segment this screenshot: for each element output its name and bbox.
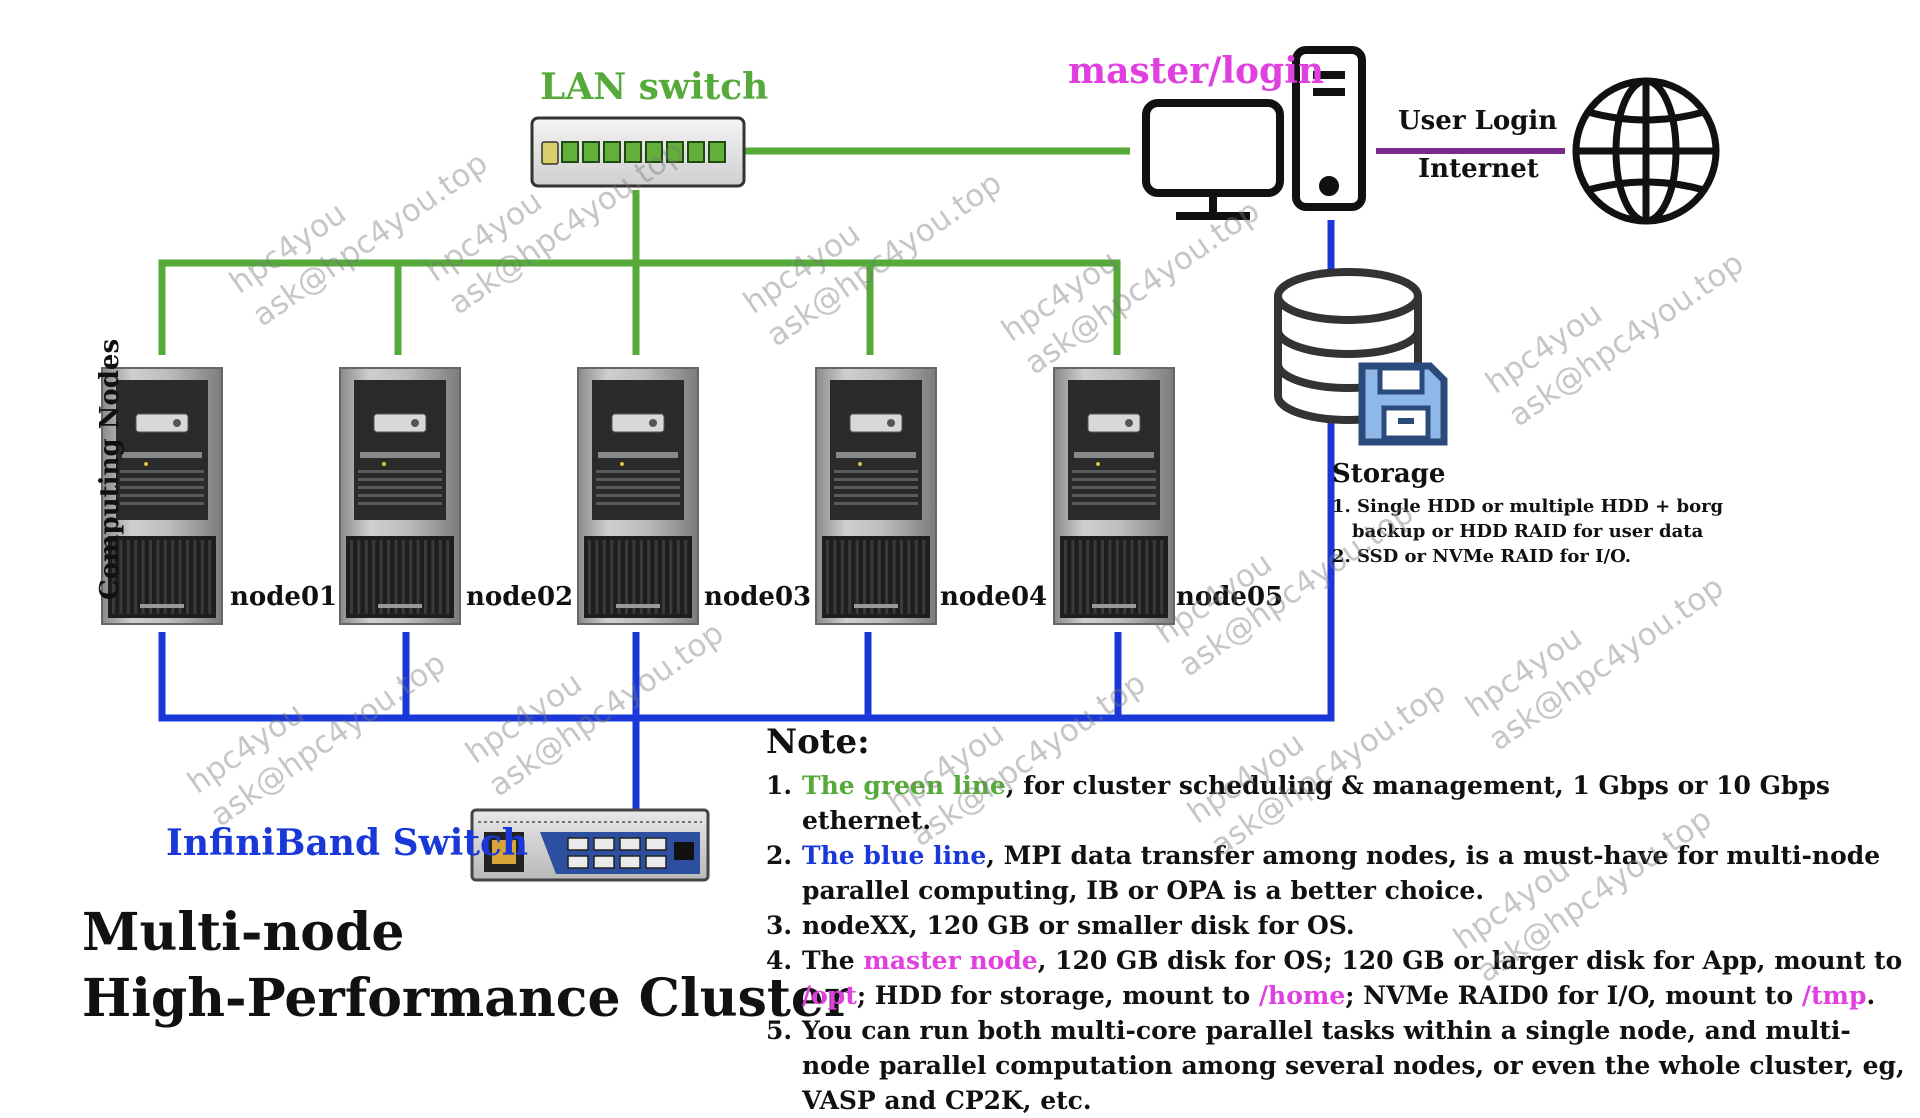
storage-database-icon bbox=[1274, 268, 1448, 446]
master-computer-icon bbox=[1142, 46, 1366, 220]
note-text: . bbox=[1866, 981, 1876, 1010]
computing-nodes-label: Computing Nodes bbox=[95, 338, 125, 600]
server-tower-icon bbox=[339, 367, 461, 625]
home-path-highlight: /home bbox=[1258, 981, 1346, 1010]
note-text: nodeXX, 120 GB or smaller disk for OS. bbox=[802, 911, 1355, 940]
page-title: Multi-node High-Performance Cluster bbox=[82, 900, 851, 1032]
blue-line-highlight: The blue line bbox=[802, 841, 987, 870]
note-text: , MPI data transfer among nodes, is a mu… bbox=[802, 841, 1881, 905]
note-item: 4. The master node, 120 GB disk for OS; … bbox=[766, 943, 1906, 1013]
note-item: 1. The green line, for cluster schedulin… bbox=[766, 768, 1906, 838]
storage-title: Storage bbox=[1332, 459, 1446, 489]
storage-note-item: 2. SSD or NVMe RAID for I/O. bbox=[1332, 546, 1631, 567]
tmp-path-highlight: /tmp bbox=[1801, 981, 1867, 1010]
note-title: Note: bbox=[766, 722, 870, 762]
storage-notes: 1. Single HDD or multiple HDD + borg bac… bbox=[1332, 494, 1723, 569]
node-towers bbox=[101, 367, 1175, 625]
infiniband-switch-device bbox=[470, 808, 710, 882]
storage-note-item: 1. Single HDD or multiple HDD + borg bbox=[1332, 496, 1724, 517]
internet-label: Internet bbox=[1418, 154, 1539, 184]
note-text: , for cluster scheduling & management, 1… bbox=[802, 771, 1831, 835]
node-label: node02 bbox=[466, 582, 574, 612]
storage-note-item: backup or HDD RAID for user data bbox=[1352, 521, 1704, 542]
globe-icon bbox=[1572, 77, 1720, 225]
note-text: You can run both multi-core parallel tas… bbox=[802, 1016, 1905, 1115]
note-item: 5. You can run both multi-core parallel … bbox=[766, 1013, 1906, 1118]
note-number: 1. bbox=[766, 771, 793, 800]
node-label: node03 bbox=[704, 582, 812, 612]
title-line-1: Multi-node bbox=[82, 902, 405, 963]
note-text: The bbox=[802, 946, 864, 975]
title-line-2: High-Performance Cluster bbox=[82, 968, 852, 1029]
note-text: ; NVMe RAID0 for I/O, mount to bbox=[1345, 981, 1802, 1010]
node-label: node05 bbox=[1176, 582, 1284, 612]
note-number: 3. bbox=[766, 911, 793, 940]
lan-switch-device bbox=[530, 116, 746, 188]
infiniband-switch-label: InfiniBand Switch bbox=[166, 822, 529, 864]
opt-path-highlight: /opt bbox=[802, 981, 857, 1010]
note-text: ; HDD for storage, mount to bbox=[856, 981, 1259, 1010]
note-item: 3. nodeXX, 120 GB or smaller disk for OS… bbox=[766, 908, 1906, 943]
server-tower-icon bbox=[577, 367, 699, 625]
node-label: node04 bbox=[940, 582, 1048, 612]
server-tower-icon bbox=[101, 367, 223, 625]
master-node-highlight: master node bbox=[863, 946, 1038, 975]
server-tower-icon bbox=[1053, 367, 1175, 625]
notes-list: 1. The green line, for cluster schedulin… bbox=[766, 768, 1906, 1118]
lan-switch-label: LAN switch bbox=[540, 66, 769, 108]
floppy-disk-icon bbox=[1358, 362, 1448, 446]
note-number: 2. bbox=[766, 841, 793, 870]
note-item: 2. The blue line, MPI data transfer amon… bbox=[766, 838, 1906, 908]
note-number: 5. bbox=[766, 1016, 793, 1045]
cluster-diagram bbox=[101, 46, 1720, 882]
master-login-label: master/login bbox=[1068, 50, 1325, 92]
server-tower-icon bbox=[815, 367, 937, 625]
green-line-highlight: The green line bbox=[802, 771, 1006, 800]
node-label: node01 bbox=[230, 582, 338, 612]
note-number: 4. bbox=[766, 946, 793, 975]
user-login-label: User Login bbox=[1398, 106, 1558, 136]
blue-network-lines bbox=[158, 220, 1335, 810]
green-network-lines bbox=[158, 147, 1130, 355]
note-text: , 120 GB disk for OS; 120 GB or larger d… bbox=[1037, 946, 1903, 975]
